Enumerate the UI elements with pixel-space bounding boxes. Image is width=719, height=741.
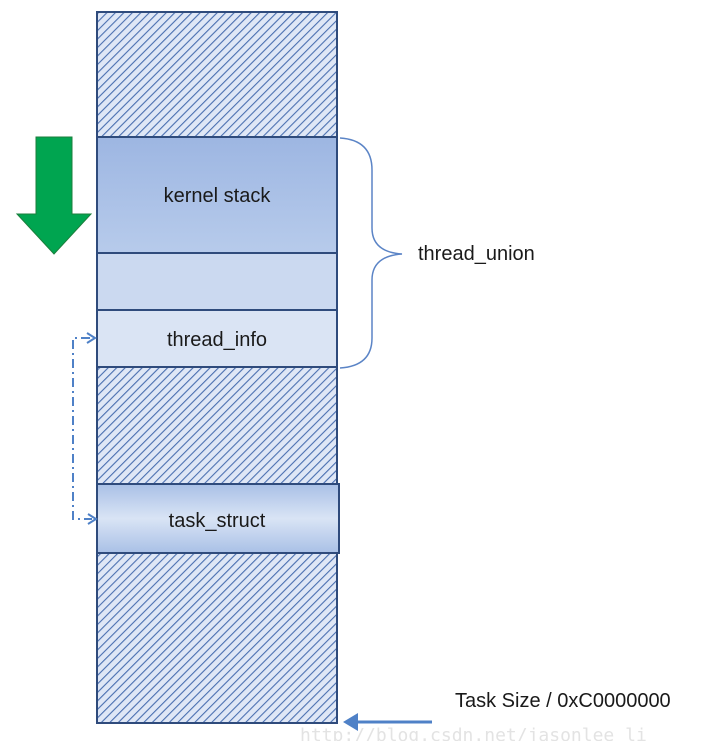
task-struct-label: task_struct	[169, 510, 266, 532]
pointer-arrowhead-icon	[87, 513, 98, 525]
task-to-thread-info-pointer	[72, 337, 92, 520]
kernel-stack-label: kernel stack	[164, 185, 272, 207]
thread-union-brace	[339, 137, 403, 369]
watermark-text: http://blog.csdn.net/jasonlee_li	[300, 725, 647, 741]
kernel-stack-block	[96, 136, 338, 254]
task-size-label: Task Size / 0xC0000000	[455, 690, 671, 712]
thread-info-block	[96, 309, 338, 368]
task-size-arrow-icon	[343, 713, 358, 731]
stack-free-area	[96, 252, 338, 311]
thread-info-label: thread_info	[167, 329, 267, 351]
thread-union-label: thread_union	[418, 243, 535, 265]
stack-growth-arrow-icon	[15, 136, 93, 255]
task-struct-block	[96, 483, 340, 554]
pointer-arrowhead-icon	[86, 332, 97, 344]
